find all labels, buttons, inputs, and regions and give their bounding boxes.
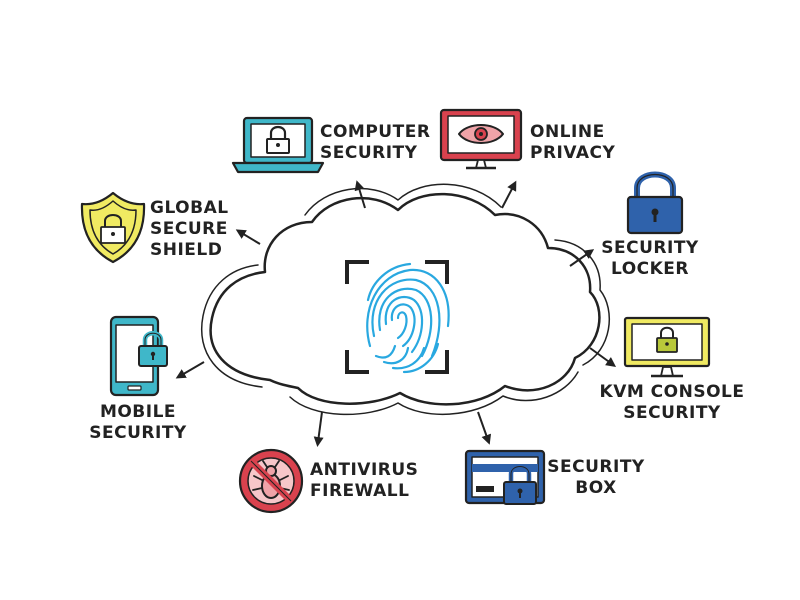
padlock-icon bbox=[626, 171, 684, 235]
no-bug-icon bbox=[238, 448, 304, 514]
label-antivirus-firewall: ANTIVIRUS FIREWALL bbox=[310, 460, 418, 502]
label-line: SECURITY bbox=[547, 457, 645, 477]
scan-frame bbox=[345, 260, 449, 374]
label-line: SECURITY bbox=[320, 143, 418, 163]
monitor-eye-icon bbox=[439, 108, 523, 170]
label-line: SHIELD bbox=[150, 240, 223, 260]
label-line: SECURITY bbox=[601, 238, 699, 258]
arrow-mobile-security bbox=[175, 361, 205, 379]
card-lock-icon bbox=[464, 449, 546, 505]
label-line: PRIVACY bbox=[530, 143, 616, 163]
label-line: ONLINE bbox=[530, 122, 605, 142]
label-global-secure-shield: GLOBAL SECURE SHIELD bbox=[150, 198, 229, 261]
label-line: COMPUTER bbox=[320, 122, 431, 142]
label-line: BOX bbox=[575, 478, 617, 498]
label-line: ANTIVIRUS bbox=[310, 460, 419, 480]
arrow-online-privacy bbox=[501, 180, 517, 209]
shield-lock-icon bbox=[80, 191, 146, 264]
label-line: LOCKER bbox=[610, 259, 690, 279]
arrow-computer-security bbox=[354, 180, 366, 209]
label-line: SECURE bbox=[150, 219, 228, 239]
arrow-global-shield bbox=[235, 229, 261, 245]
label-mobile-security: MOBILE SECURITY bbox=[78, 402, 198, 444]
connector-arrows bbox=[175, 180, 617, 447]
label-line: FIREWALL bbox=[310, 481, 410, 501]
label-security-locker: SECURITY LOCKER bbox=[592, 238, 708, 280]
label-line: KVM CONSOLE bbox=[599, 382, 745, 402]
fingerprint-icon bbox=[366, 262, 450, 374]
arrow-security-box bbox=[477, 411, 492, 445]
arrow-antivirus bbox=[313, 411, 324, 447]
laptop-lock-icon bbox=[231, 116, 325, 174]
monitor-lock-icon bbox=[623, 316, 711, 378]
label-line: MOBILE bbox=[99, 402, 177, 422]
label-security-box: SECURITY BOX bbox=[546, 457, 646, 499]
label-kvm-console-security: KVM CONSOLE SECURITY bbox=[598, 382, 746, 424]
label-line: GLOBAL bbox=[150, 198, 229, 218]
label-online-privacy: ONLINE PRIVACY bbox=[530, 122, 615, 164]
label-computer-security: COMPUTER SECURITY bbox=[320, 122, 430, 164]
arrow-security-locker bbox=[569, 249, 595, 267]
cloud-shape bbox=[201, 183, 611, 416]
label-line: SECURITY bbox=[89, 423, 187, 443]
phone-lock-icon bbox=[109, 315, 168, 397]
label-line: SECURITY bbox=[623, 403, 721, 423]
arrow-kvm-console bbox=[589, 347, 617, 367]
